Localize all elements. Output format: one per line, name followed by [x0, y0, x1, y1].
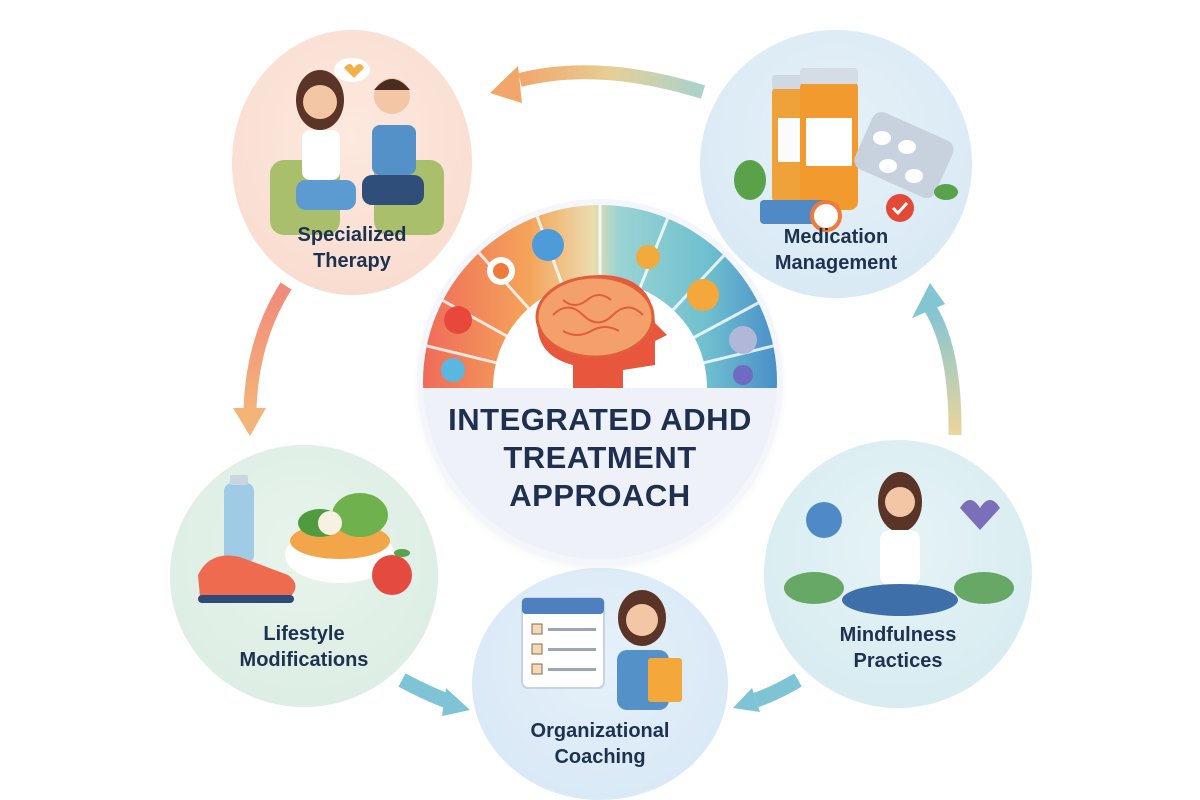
node-label-line1: Lifestyle — [263, 623, 345, 645]
node-label-line1: Medication — [783, 226, 889, 248]
center-title-line1: INTEGRATED ADHD — [448, 402, 752, 437]
node-lifestyle-modifications: Lifestyle Modifications — [170, 445, 438, 707]
node-organizational-coaching: Organizational Coaching — [472, 568, 728, 800]
node-label-line2: Coaching — [554, 746, 646, 768]
node-label-lifestyle: Lifestyle Modifications — [170, 621, 438, 673]
node-label-mindfulness: Mindfulness Practices — [764, 622, 1032, 674]
node-label-line1: Mindfulness — [839, 624, 957, 646]
node-label-therapy: Specialized Therapy — [232, 222, 472, 274]
center-title-line3: APPROACH — [509, 478, 691, 513]
arrow-medication-to-therapy — [490, 65, 706, 103]
checklist-coach-icon — [521, 590, 682, 710]
brain-head-icon — [423, 205, 777, 390]
healthy-lifestyle-icon — [198, 475, 412, 603]
arrow-mindfulness-to-medication — [912, 283, 962, 436]
center-title-line2: TREATMENT — [503, 440, 697, 475]
medication-bottles-icon — [734, 68, 958, 232]
meditation-icon — [784, 472, 1014, 616]
node-label-line2: Therapy — [313, 250, 391, 272]
node-mindfulness-practices: Mindfulness Practices — [764, 440, 1032, 708]
node-label-line1: Organizational — [530, 720, 670, 742]
therapy-conversation-icon — [270, 58, 444, 235]
node-label-medication: Medication Management — [700, 224, 972, 276]
node-label-line2: Practices — [853, 650, 943, 672]
node-label-line2: Modifications — [239, 649, 369, 671]
node-label-line1: Specialized — [297, 224, 407, 246]
center-title: INTEGRATED ADHD TREATMENT APPROACH — [423, 401, 777, 515]
node-label-coaching: Organizational Coaching — [472, 718, 728, 770]
center-hub: INTEGRATED ADHD TREATMENT APPROACH — [423, 205, 777, 559]
node-label-line2: Management — [774, 252, 898, 274]
arrow-therapy-to-lifestyle — [233, 282, 292, 436]
